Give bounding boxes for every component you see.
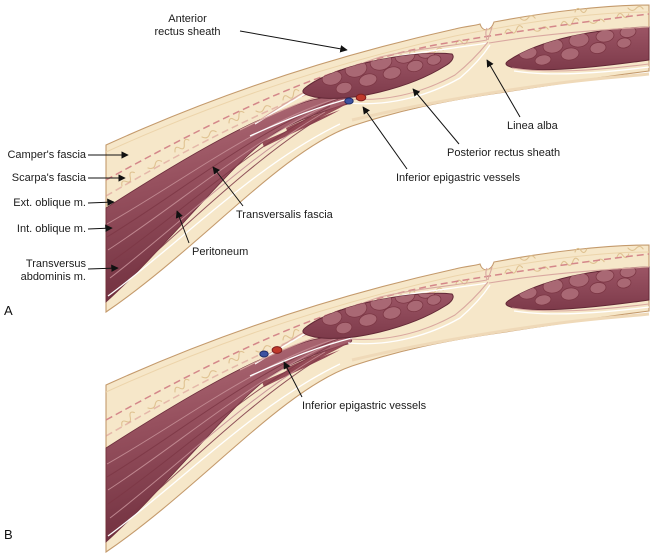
label-campers-fascia: Camper's fascia (7, 149, 86, 161)
vessel-red-b (271, 346, 283, 354)
label-ext-oblique: Ext. oblique m. (13, 197, 86, 209)
label-linea-alba: Linea alba (507, 120, 558, 132)
label-inferior-epigastric-vessels-b: Inferior epigastric vessels (302, 400, 427, 412)
label-int-oblique: Int. oblique m. (16, 223, 86, 235)
label-line: Transversus (25, 258, 86, 270)
label-line: rectus sheath (154, 26, 221, 38)
pointer-arrows (87, 30, 521, 398)
arrow-transversalis-fascia (212, 166, 244, 207)
panel-b-letter: B (4, 527, 13, 542)
label-posterior-rectus-sheath: Posterior rectus sheath (447, 147, 561, 159)
arrow-inferior-epigastric-vessels-b (283, 361, 303, 398)
arrow-peritoneum (175, 210, 190, 244)
panel-a-letter: A (4, 303, 13, 318)
arrow-ext-oblique (87, 198, 115, 207)
label-scarpas-fascia: Scarpa's fascia (11, 172, 86, 184)
vessel-blue-b (259, 350, 269, 358)
label-anterior-rectus-sheath: Anterior rectus sheath (140, 13, 235, 39)
panel-b-vessels (259, 346, 283, 358)
arrow-inferior-epigastric-vessels-a (362, 106, 408, 170)
arrow-linea-alba (486, 59, 521, 118)
label-line: abdominis m. (20, 271, 86, 283)
arrow-posterior-rectus-sheath (412, 88, 460, 145)
arrow-anterior-rectus-sheath (239, 30, 348, 53)
arrow-int-oblique (87, 224, 113, 233)
panel-a-vessels (344, 93, 367, 105)
label-transversalis-fascia: Transversalis fascia (236, 209, 333, 221)
panel-b-drawing (106, 245, 649, 552)
label-line: Anterior (168, 13, 207, 25)
label-transversus-abdominis: Transversus abdominis m. (0, 258, 86, 284)
label-peritoneum: Peritoneum (192, 246, 249, 258)
vessel-blue-a (344, 97, 354, 105)
label-inferior-epigastric-vessels-a: Inferior epigastric vessels (396, 172, 521, 184)
arrow-transversus-abdominis (87, 264, 119, 272)
vessel-red-a (355, 93, 367, 102)
